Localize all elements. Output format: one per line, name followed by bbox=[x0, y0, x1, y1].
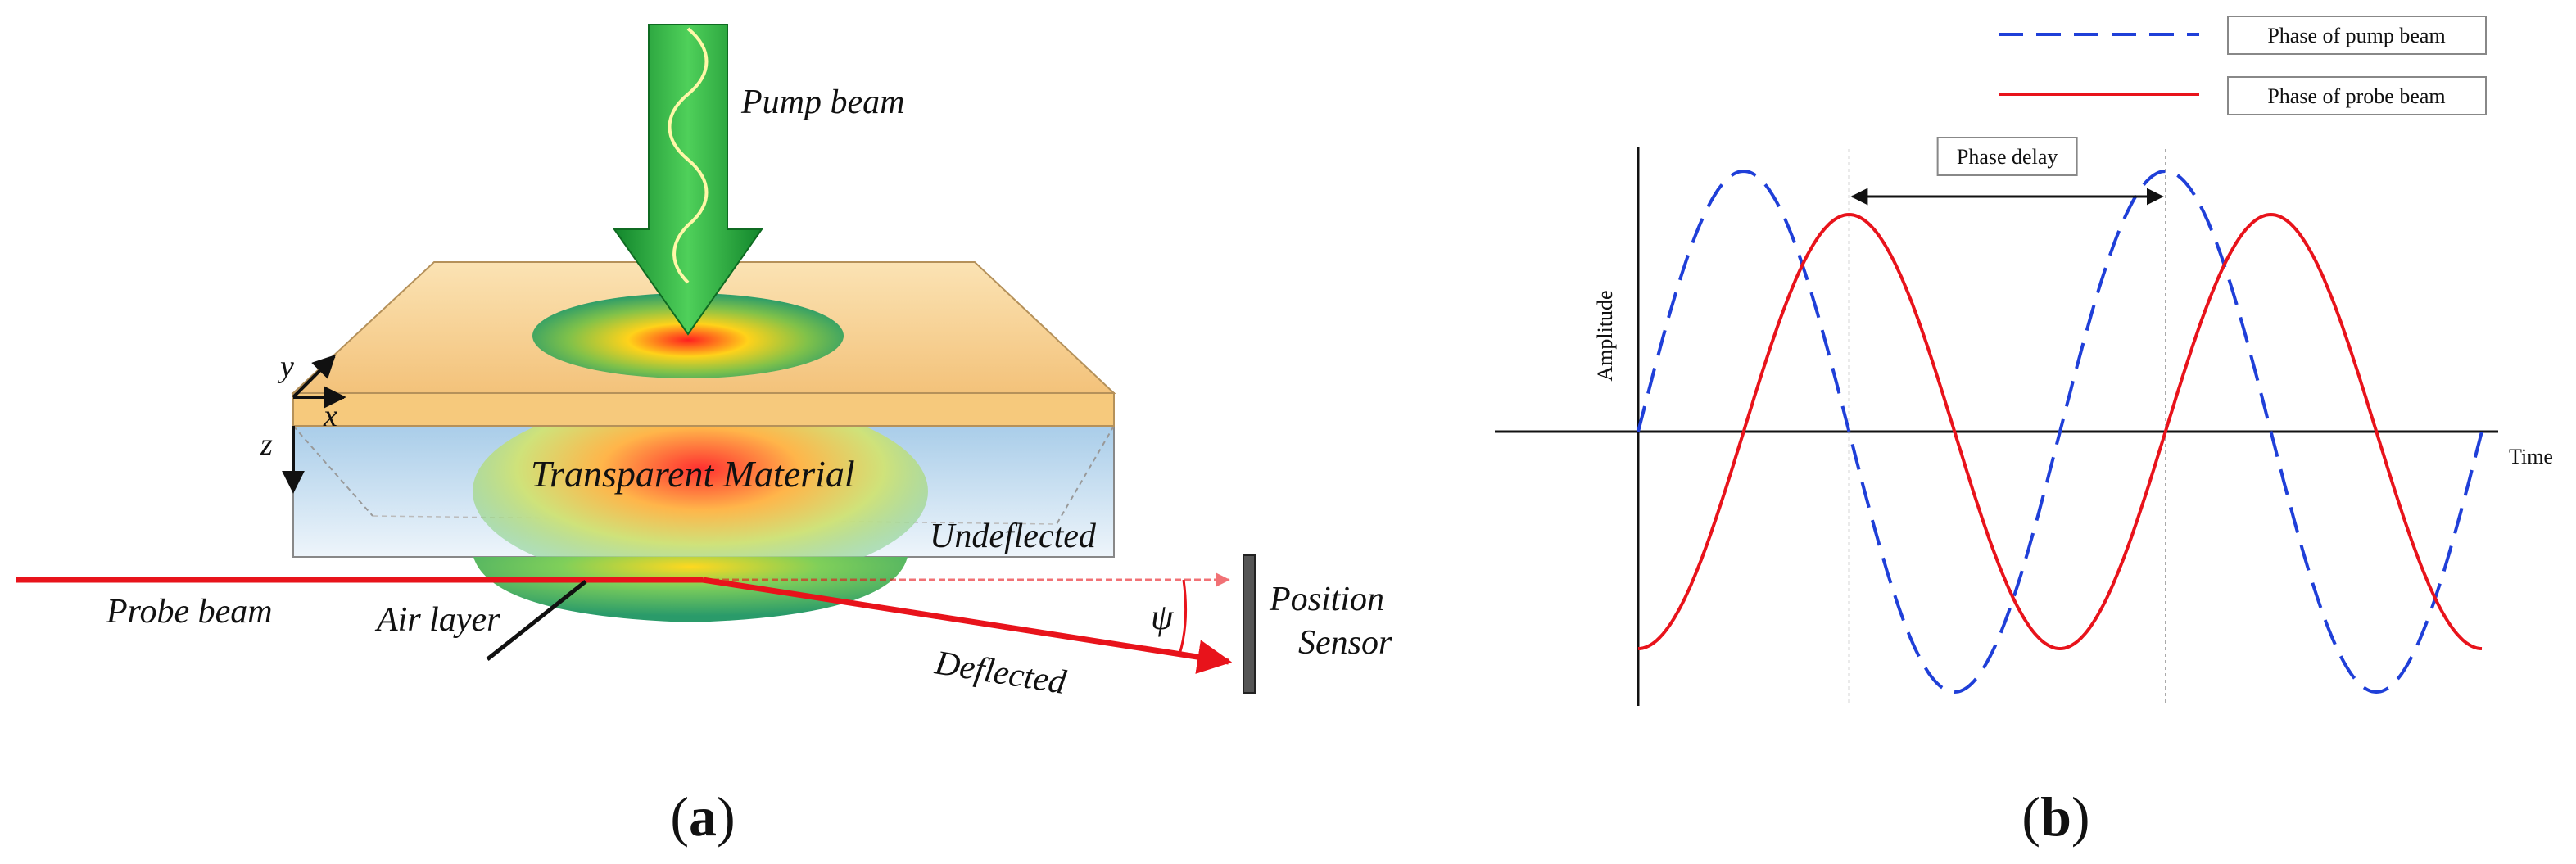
phase-delay-label: Phase delay bbox=[1957, 145, 2058, 169]
legend-box-pump bbox=[2227, 16, 2487, 55]
panel-a-diagram: Pump beam Transparent Material Undeflect… bbox=[16, 24, 1392, 848]
legend-box-probe bbox=[2227, 76, 2487, 115]
caption-a-letter: a bbox=[689, 785, 717, 848]
heat-distribution-air-layer bbox=[473, 557, 908, 622]
pump-beam-arrow bbox=[613, 24, 763, 336]
label-probe-beam: Probe beam bbox=[106, 593, 273, 631]
air-layer-pointer bbox=[486, 580, 587, 661]
series-line-pump-beam bbox=[1637, 169, 2483, 694]
caption-b: (b) bbox=[2021, 785, 2089, 848]
caption-a: (a) bbox=[670, 785, 735, 848]
label-axis-z: z bbox=[260, 427, 273, 462]
deflected-beam-line bbox=[702, 577, 1233, 674]
heat-distribution-material bbox=[473, 397, 928, 586]
label-angle-psi: ψ bbox=[1151, 597, 1174, 637]
legend-label-pump: Phase of pump beam bbox=[2267, 24, 2445, 47]
chart-legend: Phase of pump beam Phase of probe beam bbox=[1999, 16, 2487, 115]
caption-b-letter: b bbox=[2040, 785, 2071, 848]
label-axis-x: x bbox=[323, 399, 337, 433]
label-pump-beam: Pump beam bbox=[740, 84, 904, 121]
deflection-angle-arc bbox=[1178, 579, 1188, 655]
label-axis-y: y bbox=[277, 350, 294, 384]
label-deflected: Deflected bbox=[931, 644, 1069, 702]
panel-b-chart: Phase of pump beam Phase of probe beam A… bbox=[1495, 16, 2553, 848]
x-axis-label: Time bbox=[2509, 445, 2553, 468]
series-line-probe-beam bbox=[1637, 212, 2483, 651]
heat-spot-surface bbox=[532, 293, 844, 378]
top-slab-front bbox=[292, 392, 1115, 427]
label-transparent-material: Transparent Material bbox=[531, 453, 855, 495]
coordinate-axes bbox=[282, 355, 346, 494]
label-air-layer: Air layer bbox=[374, 601, 500, 639]
position-sensor bbox=[1243, 554, 1256, 694]
y-axis-label: Amplitude bbox=[1593, 290, 1617, 381]
legend-label-probe: Phase of probe beam bbox=[2267, 84, 2445, 108]
label-position-sensor-line1: Position bbox=[1269, 581, 1384, 618]
label-undeflected: Undeflected bbox=[930, 518, 1097, 555]
label-position-sensor-line2: Sensor bbox=[1298, 624, 1392, 662]
phase-delay-label-box bbox=[1936, 137, 2078, 176]
